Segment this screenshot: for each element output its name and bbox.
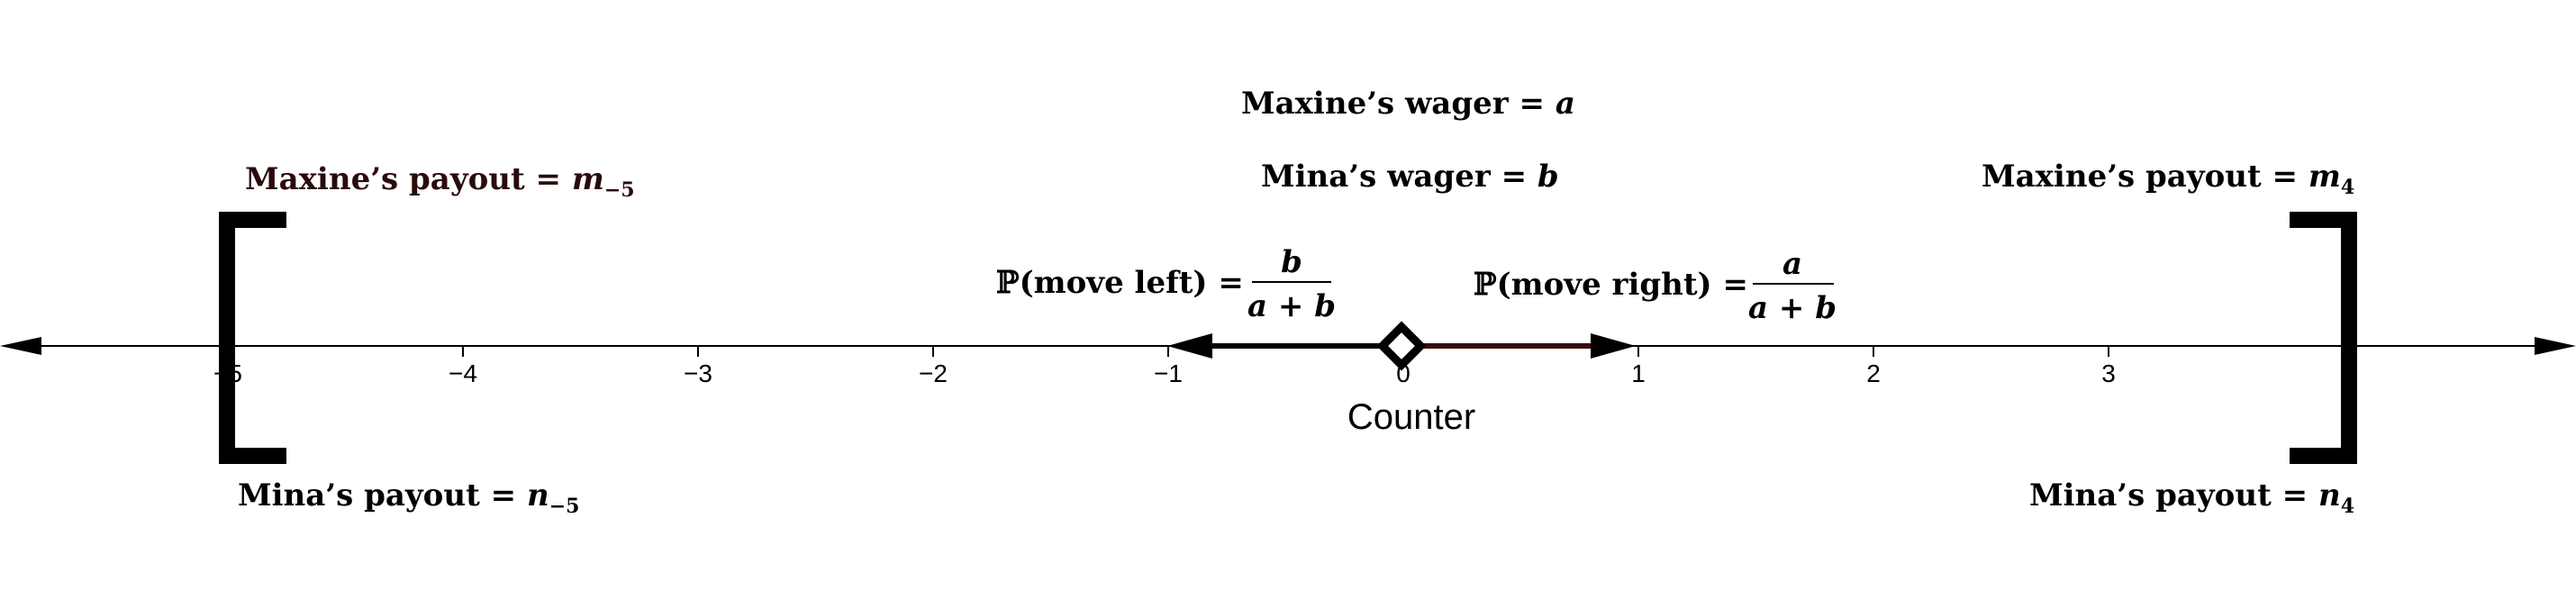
tick-label: −3 — [684, 359, 712, 387]
counter-diamond — [1376, 321, 1427, 371]
right-maxine-payout-label: Maxine’s payout = m4 — [1982, 159, 2354, 199]
axis-left-arrowhead — [0, 337, 41, 355]
mina-wager-label: Mina’s wager = b — [1261, 159, 1559, 195]
right-boundary-bracket — [2290, 212, 2357, 464]
left-boundary-bracket — [219, 212, 286, 464]
maxine-wager-label: Maxine’s wager = a — [1241, 86, 1575, 122]
move-left-arrowhead — [1167, 333, 1212, 359]
prob-right-lhs: ℙ(move right) = — [1474, 267, 1748, 303]
tick-label: 1 — [1631, 359, 1646, 387]
tick-label: −2 — [919, 359, 948, 387]
prob-right-denominator: a + b — [1748, 290, 1837, 326]
right-mina-payout-label: Mina’s payout = n4 — [2029, 477, 2354, 518]
tick-label: 3 — [2101, 359, 2116, 387]
prob-left-denominator: a + b — [1247, 288, 1336, 324]
left-mina-payout-label: Mina’s payout = n−5 — [238, 477, 579, 518]
prob-left-lhs: ℙ(move left) = — [996, 265, 1244, 301]
move-right-arrowhead — [1591, 333, 1636, 359]
prob-right-numerator: a — [1782, 246, 1802, 282]
tick-label: 2 — [1866, 359, 1881, 387]
counter-label: Counter — [1347, 397, 1475, 437]
tick-label: −1 — [1154, 359, 1183, 387]
tick-label: −4 — [449, 359, 477, 387]
prob-left-numerator: b — [1281, 244, 1302, 280]
left-maxine-payout-label: Maxine’s payout = m−5 — [245, 161, 635, 202]
axis-right-arrowhead — [2535, 337, 2576, 355]
